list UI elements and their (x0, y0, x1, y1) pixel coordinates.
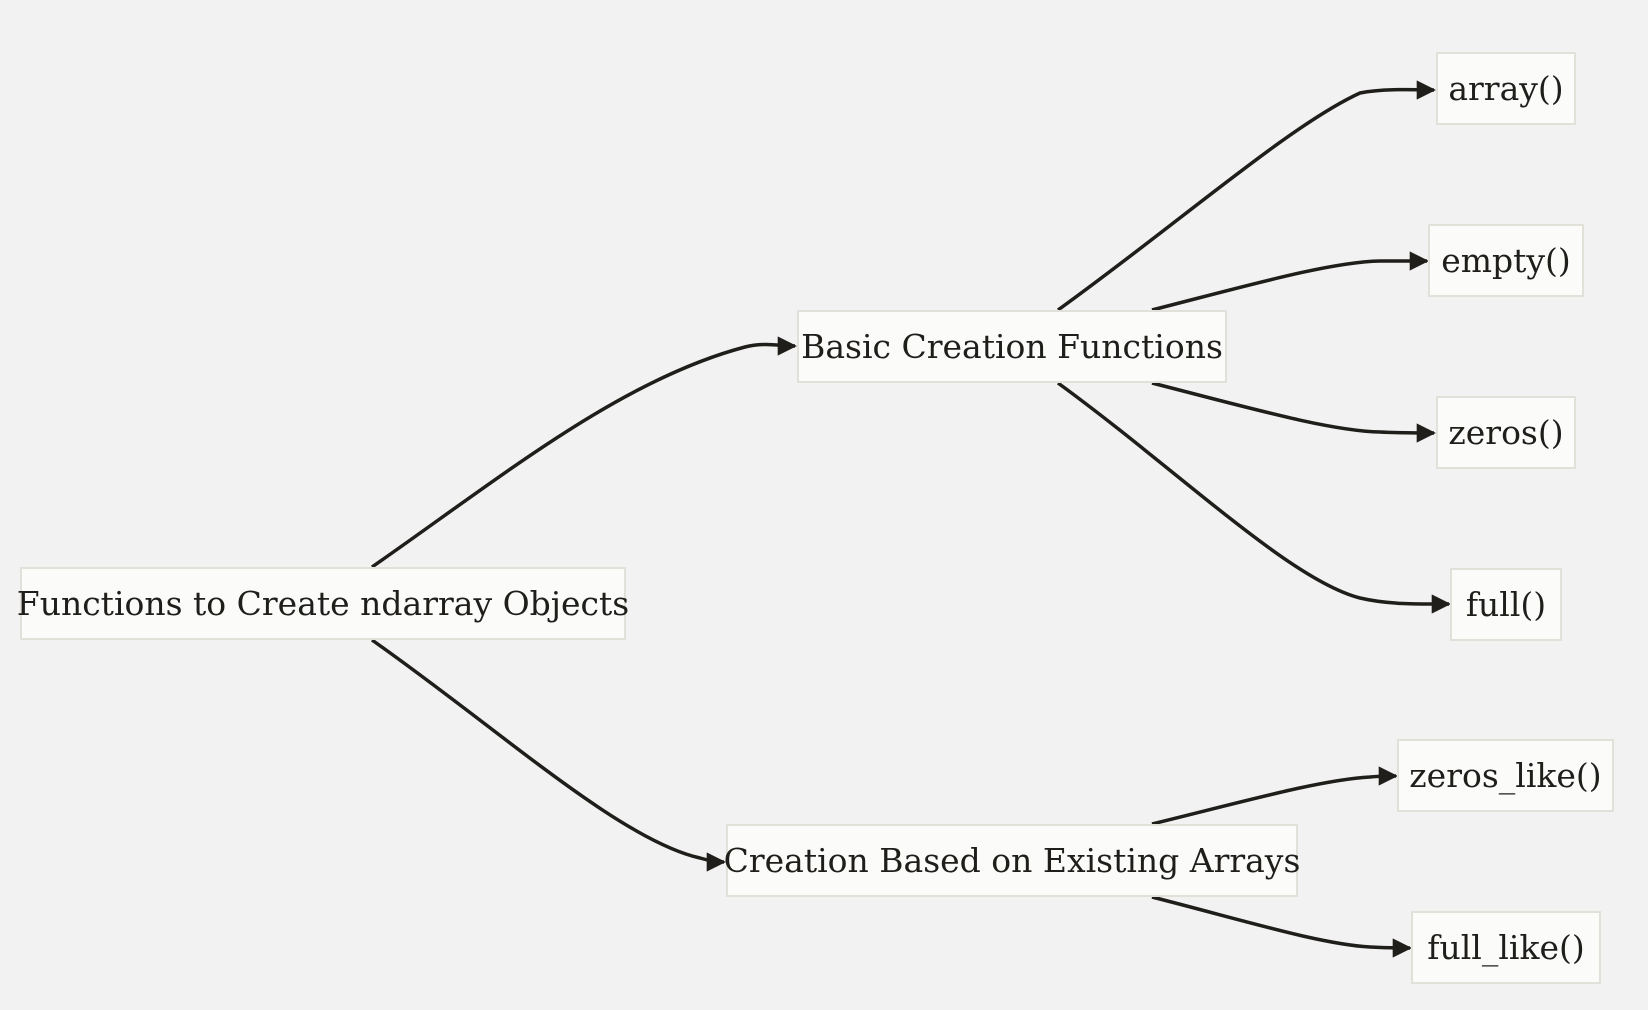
node-existing-label: Creation Based on Existing Arrays (723, 841, 1301, 880)
node-zeros: zeros() (1436, 396, 1576, 469)
node-empty-label: empty() (1441, 241, 1571, 280)
node-root-label: Functions to Create ndarray Objects (16, 584, 630, 623)
edge-basic-to-array (1056, 80, 1436, 312)
edge-basic-to-zeros (1151, 381, 1436, 443)
edge-root-to-basic (371, 336, 797, 569)
node-zeros-like: zeros_like() (1397, 739, 1614, 812)
node-full-like-label: full_like() (1427, 928, 1585, 967)
node-zeros-like-label: zeros_like() (1409, 756, 1602, 795)
edge-existing-to-zeros-like (1151, 766, 1398, 826)
node-basic-label: Basic Creation Functions (801, 327, 1223, 366)
node-existing: Creation Based on Existing Arrays (723, 824, 1301, 897)
node-root: Functions to Create ndarray Objects (16, 567, 630, 640)
node-full-label: full() (1465, 585, 1547, 624)
node-basic: Basic Creation Functions (797, 310, 1227, 383)
edge-root-to-existing (370, 638, 726, 872)
node-zeros-label: zeros() (1448, 413, 1564, 452)
edge-existing-to-full-like (1151, 895, 1412, 958)
node-empty: empty() (1428, 224, 1584, 297)
edge-basic-to-empty (1151, 251, 1429, 312)
node-full: full() (1450, 568, 1562, 641)
node-full-like: full_like() (1411, 911, 1601, 984)
node-array: array() (1436, 52, 1576, 125)
node-array-label: array() (1448, 69, 1564, 108)
edge-basic-to-full (1056, 381, 1451, 614)
